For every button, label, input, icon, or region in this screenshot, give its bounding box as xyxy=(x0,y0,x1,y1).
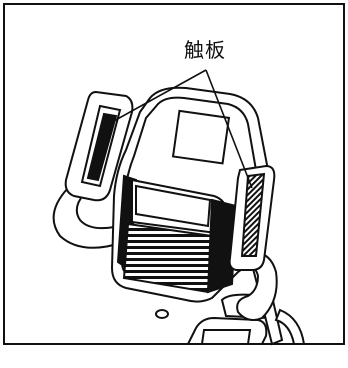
pulse-sensor-right xyxy=(240,172,266,257)
callout-leader-lines xyxy=(111,69,253,189)
control-panel xyxy=(122,178,238,294)
right-handlebar-loop xyxy=(236,250,278,321)
console-knob xyxy=(155,309,169,319)
display-screen xyxy=(171,109,231,165)
callout-label: 触板 xyxy=(184,38,226,62)
right-handlebar-grip xyxy=(228,164,276,271)
